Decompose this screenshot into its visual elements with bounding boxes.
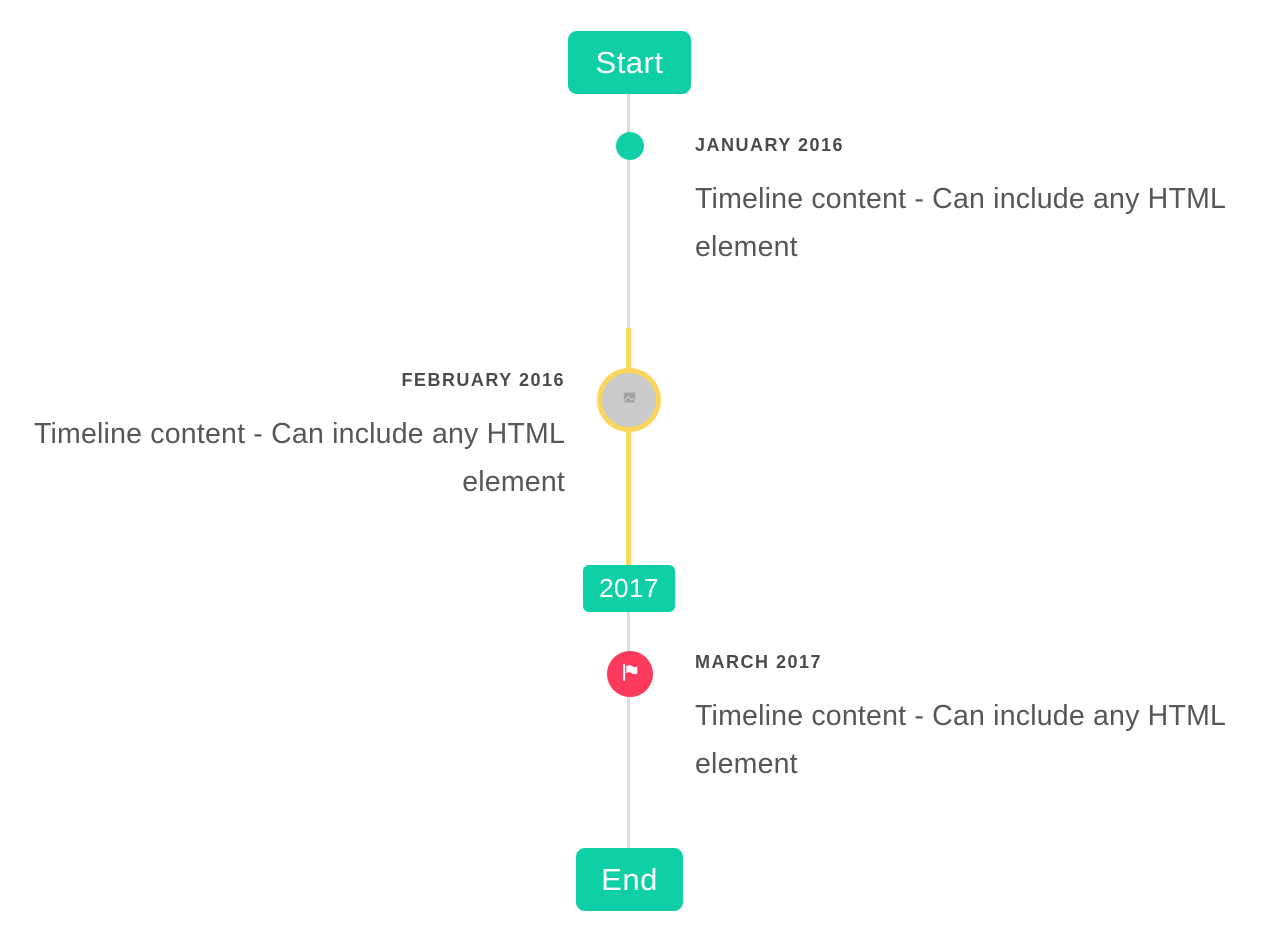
timeline-item-january-2016: JANUARY 2016 Timeline content - Can incl… xyxy=(695,134,1230,271)
flag-icon xyxy=(618,660,642,689)
timeline-item-march-2017: MARCH 2017 Timeline content - Can includ… xyxy=(695,651,1230,788)
timeline-marker-flag xyxy=(607,651,653,697)
timeline-period-label: MARCH 2017 xyxy=(695,652,823,672)
timeline-rail-highlight xyxy=(626,328,631,566)
timeline-item-content: Timeline content - Can include any HTML … xyxy=(33,418,565,498)
timeline-start-badge: Start xyxy=(568,31,691,94)
broken-image-icon xyxy=(622,390,637,410)
timeline-year-label: 2017 xyxy=(599,573,659,603)
timeline-item-february-2016: FEBRUARY 2016 Timeline content - Can inc… xyxy=(5,369,565,506)
timeline-marker-dot xyxy=(616,132,644,160)
timeline-end-badge: End xyxy=(576,848,683,911)
timeline-period-label: FEBRUARY 2016 xyxy=(401,370,565,390)
timeline-period-label: JANUARY 2016 xyxy=(695,135,845,155)
timeline-start-label: Start xyxy=(595,44,664,80)
timeline-marker-image xyxy=(597,368,661,432)
timeline-item-content: Timeline content - Can include any HTML … xyxy=(695,700,1225,780)
timeline-end-label: End xyxy=(601,861,658,897)
timeline-item-content: Timeline content - Can include any HTML … xyxy=(695,183,1225,263)
timeline-year-badge: 2017 xyxy=(583,565,675,612)
